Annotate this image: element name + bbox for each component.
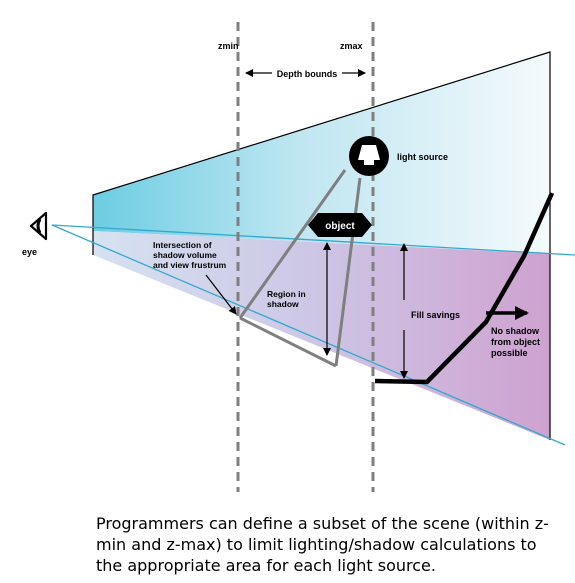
eye-icon [29,211,48,241]
shadow-volume-edge-right [334,177,362,367]
frustum-upper-region [93,52,550,254]
fill-savings-label: Fill savings [411,310,460,320]
shadow-volume-edge-left [238,169,347,319]
caption: Programmers can define a subset of the s… [96,514,549,575]
light-source-icon [349,136,389,176]
intersection-label-line-2: shadow volume [153,250,217,260]
view-ray-lower [51,224,566,446]
depth-bounds-label: Depth bounds [277,69,338,79]
region-label-line-2: shadow [267,299,299,309]
no-shadow-boundary [374,192,555,385]
region-label: Region in shadow [267,289,308,309]
intersection-label-line-1: Intersection of [153,240,212,250]
depth-bounds-diagram: zmin zmax Depth bounds light source obje… [22,22,575,492]
intersection-arrow [205,274,237,315]
no-shadow-label-line-2: from object [491,337,540,347]
intersection-label-line-3: and view frustrum [153,260,227,270]
light-source-label: light source [397,152,448,162]
zmin-label: zmin [218,41,239,51]
zmax-label: zmax [340,41,363,51]
no-shadow-label-line-1: No shadow [491,326,540,336]
near-plane-segment [239,316,337,368]
object-shape [308,213,372,237]
intersection-label: Intersection of shadow volume and view f… [153,240,227,270]
object-label: object [325,221,355,232]
region-label-line-1: Region in [267,289,306,299]
no-shadow-label: No shadow from object possible [491,326,543,358]
frustum-lower-region [93,231,550,440]
view-ray-upper [51,224,575,256]
no-shadow-label-line-3: possible [491,348,528,358]
frustum-outline [92,51,551,440]
eye-label: eye [22,247,37,257]
